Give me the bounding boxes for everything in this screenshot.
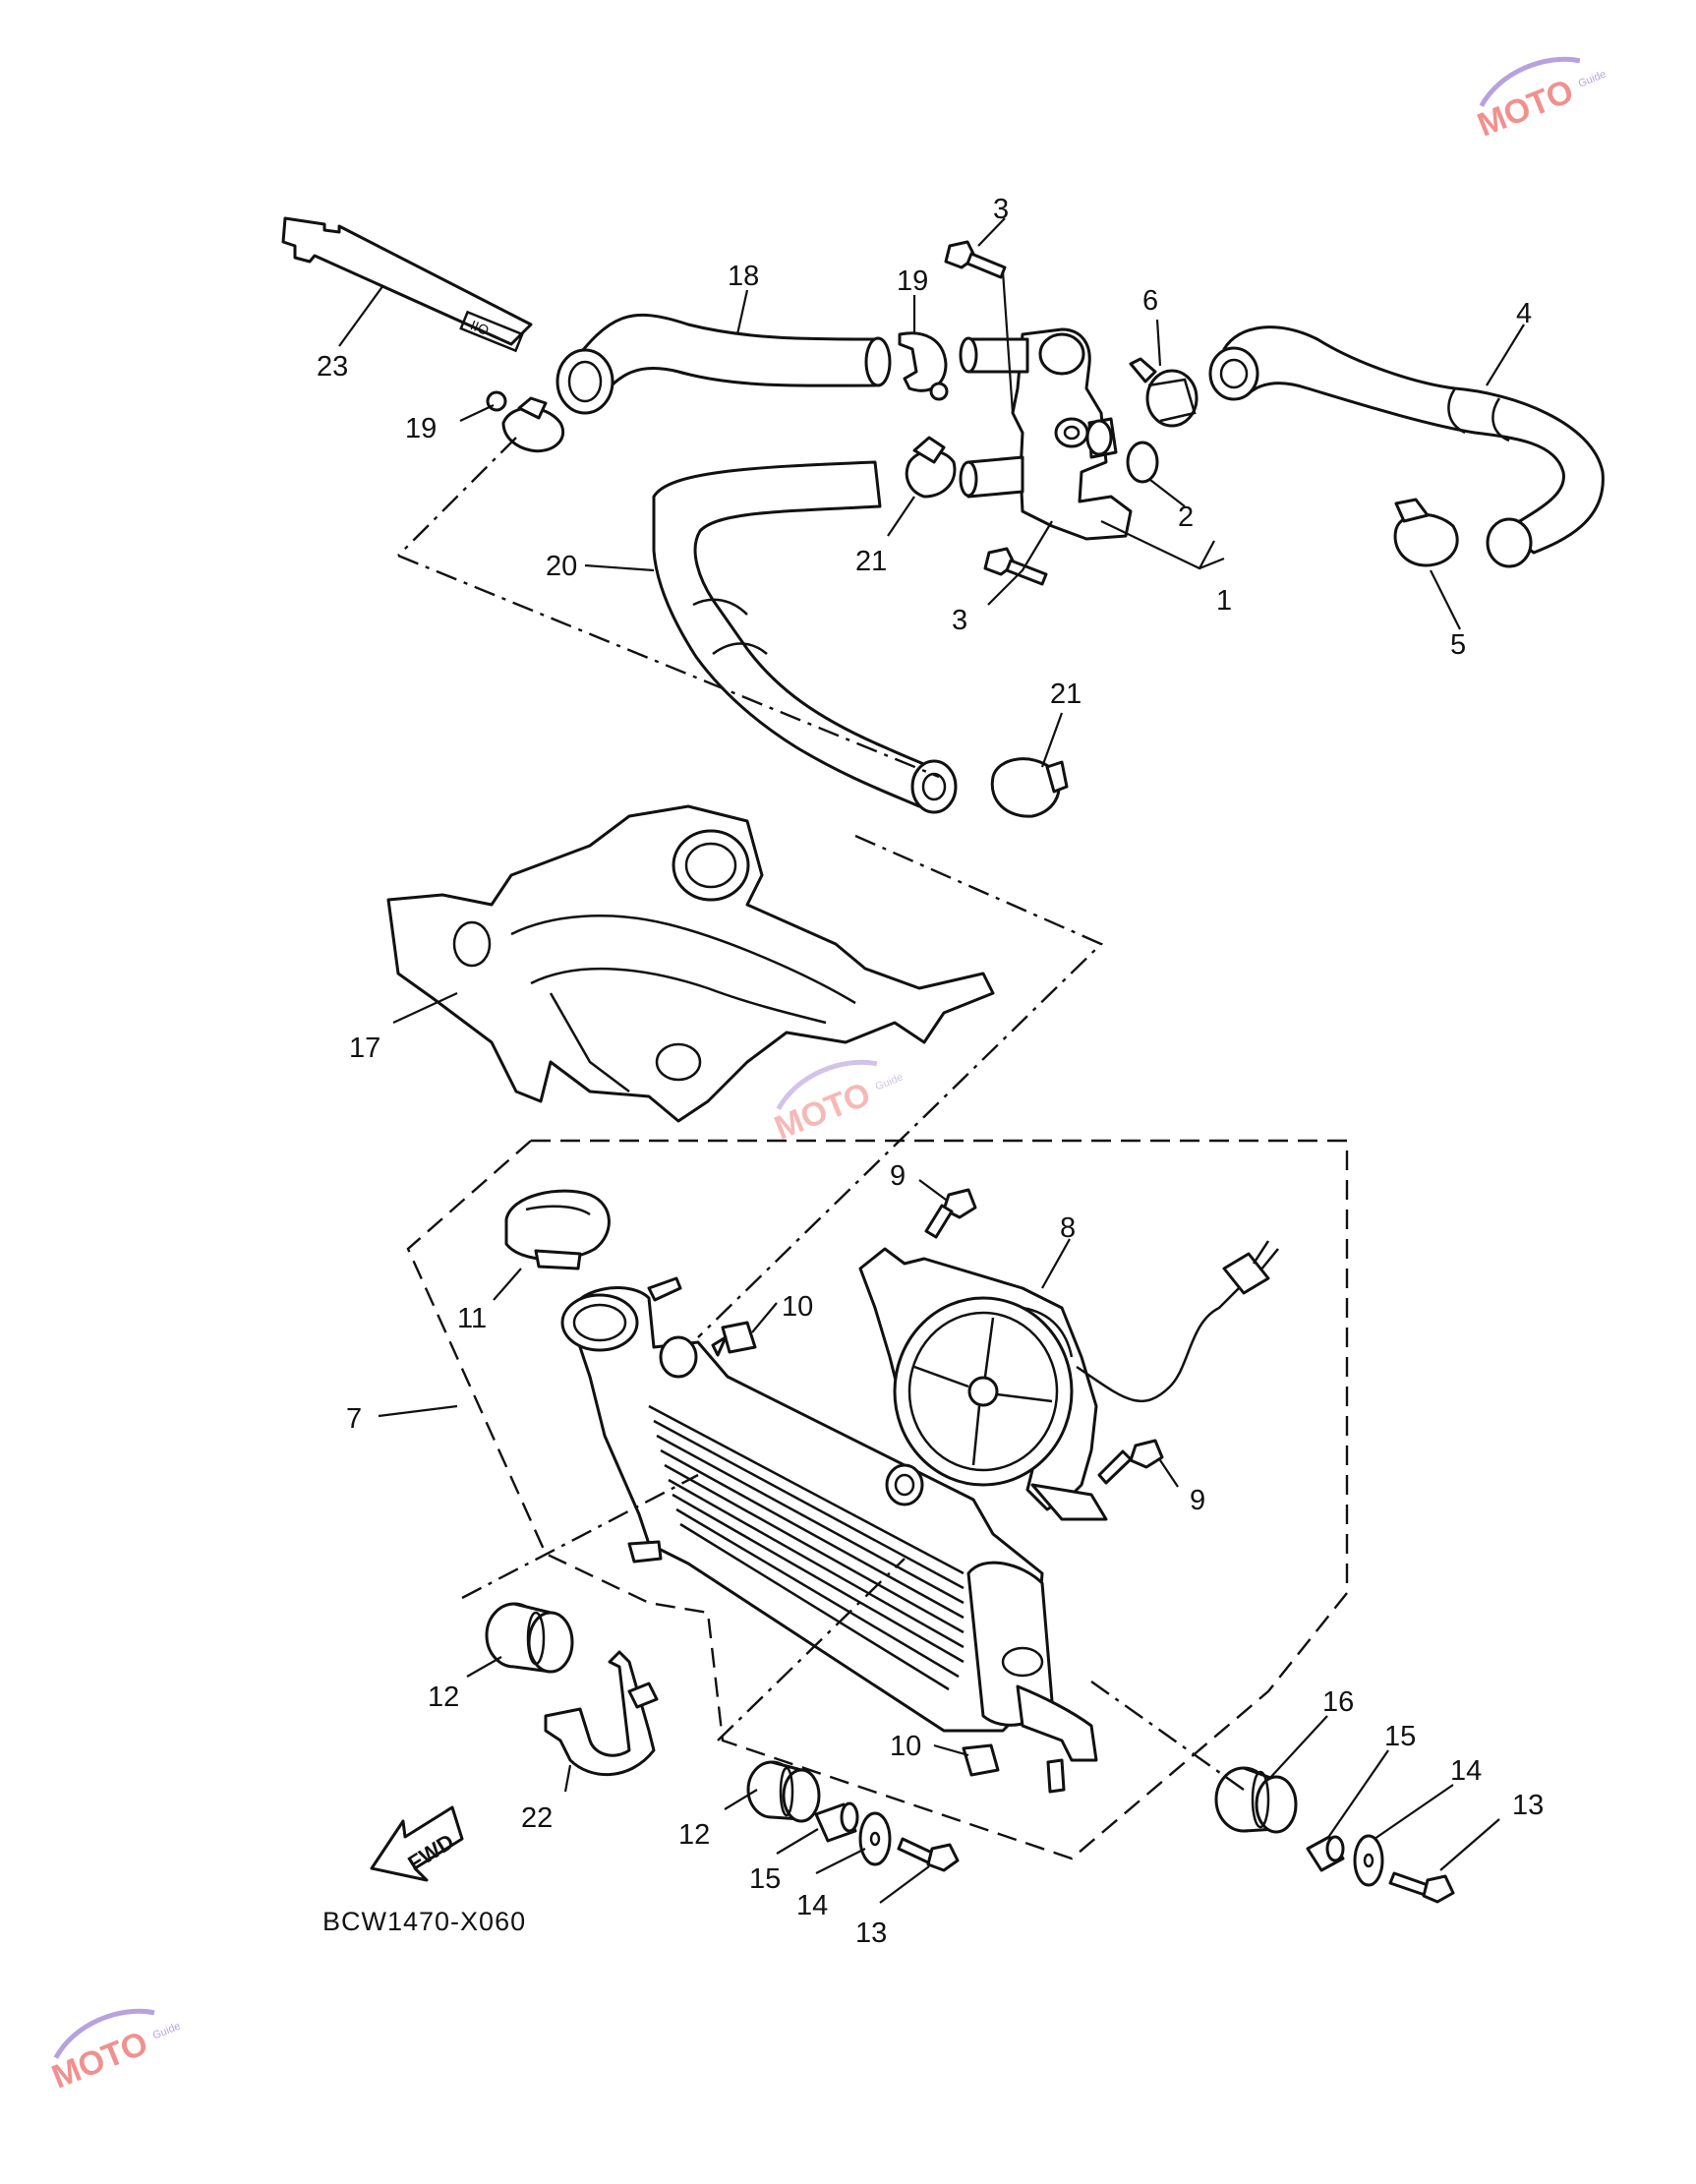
part-5-clamp bbox=[1393, 498, 1459, 567]
callout-22: 22 bbox=[521, 1802, 553, 1834]
part-6-clamp bbox=[1129, 357, 1199, 428]
part-20-lower-hose bbox=[652, 460, 958, 814]
catalog-code: BCW1470-X060 bbox=[322, 1907, 526, 1936]
part-21-clamp-lower bbox=[990, 757, 1069, 818]
watermark-bottom-left: MOTO Guide bbox=[47, 2008, 183, 2096]
radiator-core-fins bbox=[648, 1404, 965, 1691]
callout-2: 2 bbox=[1178, 502, 1194, 533]
watermark-subtext: Guide bbox=[1577, 68, 1608, 89]
part-19-clamp-left bbox=[486, 390, 565, 453]
callout-7: 7 bbox=[346, 1403, 362, 1435]
part-12-grommet-bottom bbox=[746, 1760, 821, 1823]
callout-19-left: 19 bbox=[405, 413, 437, 444]
callout-13-bottom: 13 bbox=[855, 1918, 887, 1949]
leader-lines bbox=[338, 217, 1525, 1904]
callout-9-top: 9 bbox=[890, 1160, 906, 1192]
part-13-bolt-right bbox=[1388, 1871, 1455, 1904]
callout-8: 8 bbox=[1060, 1212, 1076, 1244]
part-14-washer-right bbox=[1353, 1834, 1384, 1887]
part-10-clip-lower bbox=[962, 1743, 1000, 1777]
part-16-grommet-right bbox=[1214, 1766, 1298, 1834]
part-21-clamp-upper bbox=[905, 436, 957, 499]
callout-19-right: 19 bbox=[897, 266, 928, 297]
callout-23: 23 bbox=[317, 351, 348, 383]
callout-17: 17 bbox=[349, 1033, 380, 1064]
part-1-thermostat-housing bbox=[959, 327, 1133, 541]
callout-10-upper: 10 bbox=[782, 1291, 813, 1323]
reference-lines bbox=[397, 437, 1245, 1791]
part-13-bolt-bottom bbox=[897, 1837, 960, 1872]
callout-15-right: 15 bbox=[1384, 1721, 1416, 1752]
watermark-center: MOTO Guide bbox=[770, 1059, 906, 1148]
callout-21-upper: 21 bbox=[855, 546, 887, 577]
watermark-top-right: MOTO Guide bbox=[1473, 56, 1608, 145]
callout-3-top: 3 bbox=[993, 194, 1009, 225]
callout-5: 5 bbox=[1450, 629, 1466, 661]
watermark-text: MOTO bbox=[47, 2024, 153, 2095]
callout-20: 20 bbox=[546, 551, 577, 582]
callout-11: 11 bbox=[457, 1303, 487, 1334]
fwd-direction-arrow: FWD bbox=[370, 1805, 464, 1882]
part-7-radiator bbox=[560, 1276, 1098, 1794]
svg-text:IIO: IIO bbox=[468, 317, 491, 338]
callout-10-lower: 10 bbox=[890, 1731, 921, 1762]
callout-1: 1 bbox=[1216, 585, 1232, 617]
watermark-subtext: Guide bbox=[874, 1071, 906, 1092]
part-14-washer-bottom bbox=[858, 1811, 892, 1866]
part-15-collar-right bbox=[1306, 1835, 1345, 1872]
part-9-bolt-top bbox=[924, 1188, 977, 1239]
watermark-text: MOTO bbox=[770, 1075, 876, 1147]
part-4-right-hose bbox=[1208, 325, 1605, 568]
part-10-clip-upper bbox=[711, 1321, 757, 1357]
part-9-bolt-right bbox=[1097, 1439, 1164, 1485]
part-11-radiator-cap bbox=[504, 1189, 611, 1270]
callout-14-bottom: 14 bbox=[796, 1890, 828, 1921]
assembly-7-boundary bbox=[406, 1139, 1349, 1860]
part-17-radiator-shroud bbox=[386, 804, 995, 1123]
callout-12-left: 12 bbox=[428, 1682, 459, 1713]
watermark-subtext: Guide bbox=[151, 2020, 183, 2041]
callout-13-right: 13 bbox=[1512, 1790, 1544, 1821]
part-12-grommet-left bbox=[485, 1602, 574, 1674]
part-3-bolt-top bbox=[944, 240, 1007, 279]
watermark-text: MOTO bbox=[1473, 72, 1579, 144]
part-2-o-ring bbox=[1126, 441, 1159, 484]
callout-18: 18 bbox=[728, 261, 759, 292]
callout-16: 16 bbox=[1322, 1686, 1354, 1718]
part-19-clamp-right bbox=[898, 331, 949, 401]
part-22-bracket bbox=[544, 1650, 659, 1777]
part-15-collar-bottom bbox=[814, 1801, 859, 1843]
callout-4: 4 bbox=[1516, 298, 1532, 329]
part-8-cooling-fan bbox=[858, 1240, 1279, 1521]
part-23-label-strip: IIO bbox=[281, 216, 533, 353]
callout-15-bottom: 15 bbox=[749, 1863, 781, 1895]
callout-9-right: 9 bbox=[1190, 1485, 1205, 1516]
callout-14-right: 14 bbox=[1450, 1755, 1482, 1787]
callout-3-bottom: 3 bbox=[952, 605, 967, 636]
callout-21-lower: 21 bbox=[1050, 679, 1082, 710]
callout-6: 6 bbox=[1142, 285, 1158, 317]
callout-12-bottom: 12 bbox=[678, 1819, 710, 1851]
part-18-upper-hose bbox=[556, 313, 892, 415]
callout-labels: 3 18 19 6 4 23 19 2 1 20 21 3 5 21 17 9 … bbox=[317, 194, 1544, 1949]
part-3-bolt-bottom bbox=[983, 547, 1048, 586]
